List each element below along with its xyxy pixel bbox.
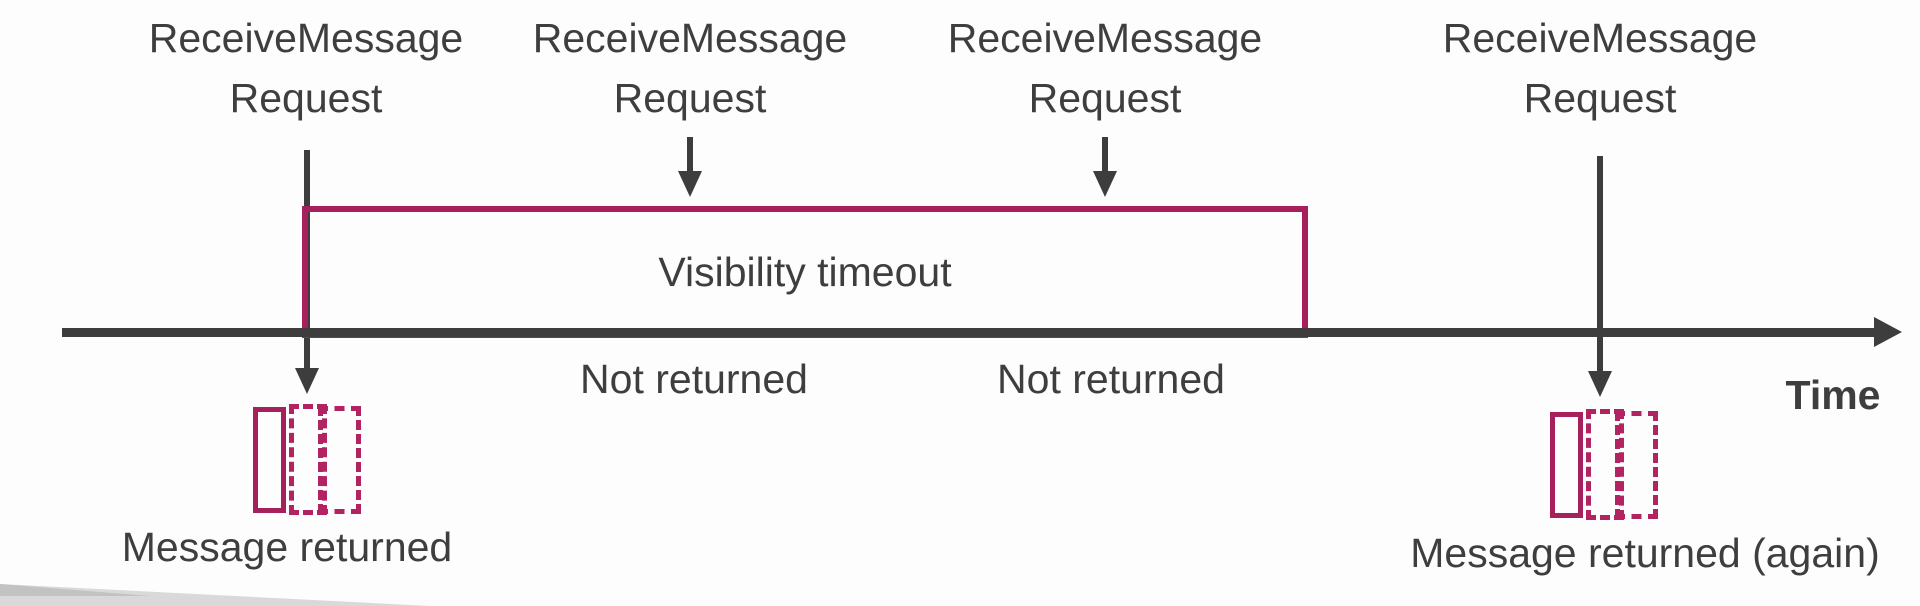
message-returned-again-caption: Message returned (again) <box>1410 530 1880 576</box>
timeline-axis <box>62 328 1876 337</box>
request-1-line2: Request <box>229 75 383 121</box>
receive-message-request-label-3: ReceiveMessage Request <box>935 8 1275 128</box>
not-returned-label-1: Not returned <box>580 356 808 402</box>
request-4-line2: Request <box>1523 75 1677 121</box>
visibility-timeout-box: Visibility timeout <box>302 206 1308 338</box>
request-3-line2: Request <box>1028 75 1182 121</box>
down-arrow-head-icon-2 <box>678 171 702 197</box>
message-solid-icon-left <box>253 407 286 513</box>
request-3-line1: ReceiveMessage <box>947 15 1263 61</box>
down-arrow-shaft-3 <box>1102 137 1108 171</box>
time-axis-label: Time <box>1785 372 1881 418</box>
message-dashed-icon-left-1 <box>289 404 327 515</box>
request-4-line1: ReceiveMessage <box>1442 15 1758 61</box>
receive-message-request-label-2: ReceiveMessage Request <box>520 8 860 128</box>
not-returned-label-2: Not returned <box>997 356 1225 402</box>
message-returned-caption: Message returned <box>121 524 453 570</box>
down-arrow-shaft-4 <box>1597 156 1603 371</box>
receive-message-request-label-4: ReceiveMessage Request <box>1430 8 1770 128</box>
visibility-timeout-label: Visibility timeout <box>658 248 952 295</box>
message-dashed-icon-right-1 <box>1586 409 1624 520</box>
message-dashed-icon-right-2 <box>1615 411 1658 519</box>
message-solid-icon-right <box>1550 412 1583 518</box>
request-1-line1: ReceiveMessage <box>148 15 464 61</box>
request-2-line2: Request <box>613 75 767 121</box>
down-arrow-shaft-2 <box>687 137 693 171</box>
receive-message-request-label-1: ReceiveMessage Request <box>136 8 476 128</box>
down-arrow-head-icon-3 <box>1093 171 1117 197</box>
message-dashed-icon-left-2 <box>318 406 361 514</box>
request-2-line1: ReceiveMessage <box>532 15 848 61</box>
down-arrow-head-icon-1 <box>295 368 319 394</box>
timeline-arrowhead-icon <box>1874 317 1902 347</box>
down-arrow-head-icon-4 <box>1588 371 1612 397</box>
